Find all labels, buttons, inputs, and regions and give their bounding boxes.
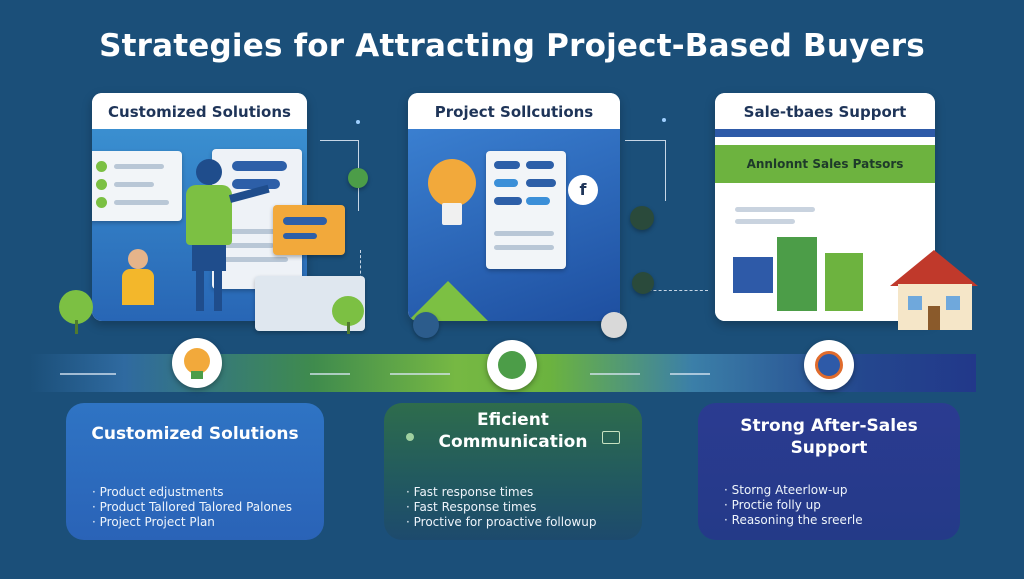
check-dot-icon — [96, 179, 107, 190]
bullet-item: Proctive for proactive followup — [406, 515, 597, 530]
bullet-item: Reasoning the sreerle — [724, 513, 863, 528]
chart-pill — [232, 179, 280, 189]
panel-illustration — [92, 129, 307, 321]
bar-chart-icon — [733, 237, 893, 311]
message-icon — [601, 312, 627, 338]
panel-heading: Sale-tbaes Support — [715, 93, 935, 129]
tree-icon — [55, 290, 99, 336]
card-title-line1: Eficient — [477, 410, 549, 430]
card-after-sales-support: Strong After-Sales Support Storng Ateerl… — [698, 403, 960, 540]
board-line — [494, 245, 554, 250]
text-line — [224, 243, 274, 248]
connector-line — [625, 140, 666, 201]
leaf-icon — [632, 272, 654, 294]
card-bullets: Fast response times Fast Response times … — [406, 485, 597, 530]
sparkle-dot — [662, 118, 666, 122]
text-line — [114, 182, 154, 187]
board-item — [526, 179, 556, 187]
house-icon — [884, 250, 984, 332]
text-line — [224, 257, 288, 262]
chat-icon — [630, 206, 654, 230]
page-title: Strategies for Attracting Project-Based … — [99, 28, 925, 64]
board-line — [494, 231, 554, 236]
project-board — [486, 151, 566, 269]
panel-illustration: f — [408, 129, 620, 321]
card-bullets: Product edjustments Product Tallored Tal… — [92, 485, 292, 530]
board-item — [494, 197, 522, 205]
card-title: Customized Solutions — [91, 424, 299, 444]
text-line — [114, 200, 169, 205]
idea-node-icon — [172, 338, 222, 388]
timeline-dash — [310, 373, 350, 375]
board-item — [526, 161, 554, 169]
board-item — [526, 197, 550, 205]
panel-heading: Customized Solutions — [92, 93, 307, 129]
text-line — [735, 207, 815, 212]
bullet-item: Proctie folly up — [724, 498, 863, 513]
chart-pill — [232, 161, 287, 171]
support-node-icon — [804, 340, 854, 390]
check-dot-icon — [96, 161, 107, 172]
card-efficient-communication: Eficient Communication Fast response tim… — [384, 403, 642, 540]
panel-customized-solutions: Customized Solutions — [92, 93, 307, 321]
tree-icon — [328, 296, 372, 336]
sparkle-dot — [356, 120, 360, 124]
bullet-item: Product edjustments — [92, 485, 292, 500]
check-dot-icon — [96, 197, 107, 208]
text-line — [114, 164, 164, 169]
board-item — [494, 161, 520, 169]
timeline-dash — [590, 373, 640, 375]
sticky-note — [273, 205, 345, 255]
person-presenting-icon — [174, 159, 270, 319]
link-icon — [413, 312, 439, 338]
facebook-icon: f — [568, 175, 598, 205]
card-customized-solutions: Customized Solutions Product edjustments… — [66, 403, 324, 540]
card-title-line2: Support — [790, 438, 868, 458]
megaphone-icon — [406, 433, 414, 441]
bullet-item: Fast response times — [406, 485, 596, 500]
chat-bubble-icon — [602, 431, 620, 444]
panel-heading: Project Sollcutions — [408, 93, 620, 129]
timeline-dash — [670, 373, 710, 375]
card-bullets: Storng Ateerlow-up Proctie folly up Reas… — [724, 483, 863, 528]
text-line — [224, 229, 284, 234]
panel-project-solutions: Project Sollcutions f — [408, 93, 620, 321]
checklist-screen — [92, 151, 182, 221]
connector-line — [638, 290, 708, 292]
bullet-item: Storng Ateerlow-up — [724, 483, 863, 498]
card-title-line1: Strong After-Sales — [740, 416, 918, 436]
sales-banner: Annlonnt Sales Patsors — [715, 145, 935, 183]
person-avatar-icon — [118, 249, 158, 309]
gear-icon — [348, 168, 368, 188]
bullet-item: Fast Response times — [406, 500, 596, 515]
timeline-dash — [60, 373, 116, 375]
text-line — [735, 219, 795, 224]
chat-node-icon — [487, 340, 537, 390]
board-item — [494, 179, 518, 187]
card-title-line2: Communication — [438, 432, 588, 452]
bullet-item: Project Project Plan — [92, 515, 292, 530]
bullet-item: Product Tallored Talored Palones — [92, 500, 292, 515]
timeline-dash — [390, 373, 450, 375]
lightbulb-icon — [428, 159, 478, 239]
